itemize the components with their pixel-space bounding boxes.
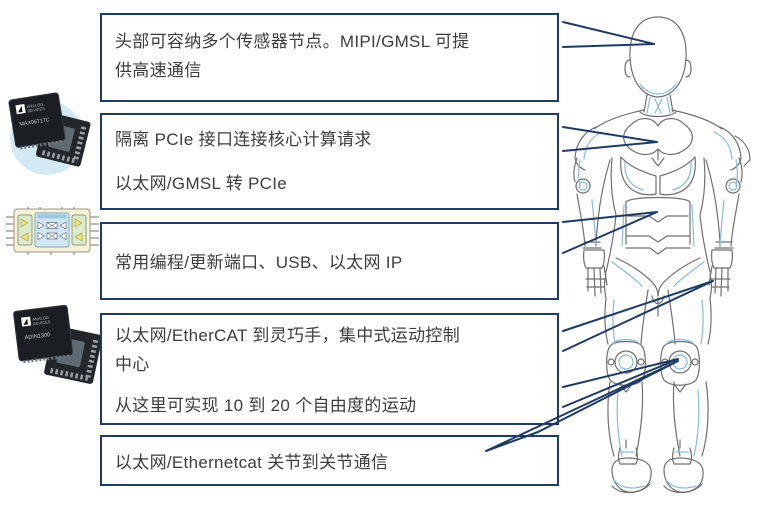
robot-left-knee [606, 340, 646, 393]
callout-line: 头部可容纳多个传感器节点。MIPI/GMSL 可提 [115, 32, 470, 51]
robot-shoulders [574, 109, 751, 171]
chip-brand-text: DEVICES [27, 106, 45, 114]
robot-neck [639, 94, 677, 118]
callout-line: 供高速通信 [115, 61, 202, 80]
robot-shins [607, 381, 709, 457]
isolator-diagram-image [6, 207, 99, 255]
callout-text: 以太网/Ethernetcat 关节到关节通信 [115, 453, 389, 472]
chip-part-number: ADIN1300 [24, 332, 50, 341]
leader-abdomen [562, 211, 658, 254]
leader-knee-from-box4 [562, 358, 679, 408]
callout-box-head-sensors: 头部可容纳多个传感器节点。MIPI/GMSL 可提供高速通信 [100, 13, 559, 102]
callout-text: 头部可容纳多个传感器节点。MIPI/GMSL 可提供高速通信 [115, 27, 547, 85]
isolator-channels [37, 221, 67, 241]
callout-line: 以太网/EtherCAT 到灵巧手，集中式运动控制 [115, 326, 461, 345]
adi-logo-icon [15, 103, 26, 115]
leader-hand [562, 280, 714, 352]
serializer-chip-image: ANALOG DEVICES MAX96717C [8, 92, 91, 175]
robot-right-arm [705, 157, 743, 297]
callout-line: 中心 [115, 355, 150, 374]
isolator-pins [6, 207, 99, 255]
robot-ankles [617, 439, 693, 465]
callout-box-joint-communication: 以太网/Ethernetcat 关节到关节通信 [100, 435, 559, 486]
isolator-body [13, 208, 91, 253]
chip-circle-background [10, 101, 84, 175]
callout-text: 以太网/GMSL 转 PCIe [115, 174, 288, 193]
callout-text: 隔离 PCIe 接口连接核心计算请求 [115, 130, 372, 149]
robot-figure [573, 16, 751, 494]
robot-chest [605, 118, 711, 273]
qfn-package-front: ANALOG DEVICES MAX96717C [8, 92, 66, 150]
leader-head [562, 21, 655, 48]
robot-head [624, 16, 692, 98]
callout-box-programming-ports: 常用编程/更新端口、USB、以太网 IP [100, 222, 559, 300]
chip-brand-text: DEVICES [33, 319, 51, 326]
robot-left-arm [573, 157, 611, 297]
callout-text: 从这里可实现 10 到 20 个自由度的运动 [115, 396, 417, 415]
robot-abdomen [625, 196, 691, 255]
robot-right-knee [660, 340, 700, 393]
robot-pelvis [603, 257, 713, 317]
chip-brand-text: ANALOG [32, 315, 49, 322]
chip-part-number: MAX96717C [19, 117, 50, 128]
callout-text: 以太网/EtherCAT 到灵巧手，集中式运动控制中心 [115, 321, 547, 379]
chip-brand-text: ANALOG [26, 102, 43, 110]
robot-accent-lines [577, 83, 739, 489]
adi-logo-icon [21, 316, 32, 327]
robot-feet [611, 457, 704, 494]
robot-legs [604, 289, 712, 345]
qfn-package-back [35, 112, 91, 167]
qfn-package-front: ANALOG DEVICES ADIN1300 [13, 304, 74, 364]
leader-chest [562, 126, 658, 152]
qfn-package-back [44, 325, 103, 384]
callout-box-pcie-isolation: 隔离 PCIe 接口连接核心计算请求 以太网/GMSL 转 PCIe [100, 113, 559, 210]
phy-chip-image: ANALOG DEVICES ADIN1300 [13, 304, 103, 384]
callout-text: 常用编程/更新端口、USB、以太网 IP [115, 253, 403, 272]
callout-box-motion-control: 以太网/EtherCAT 到灵巧手，集中式运动控制中心 从这里可实现 10 到 … [100, 313, 559, 425]
